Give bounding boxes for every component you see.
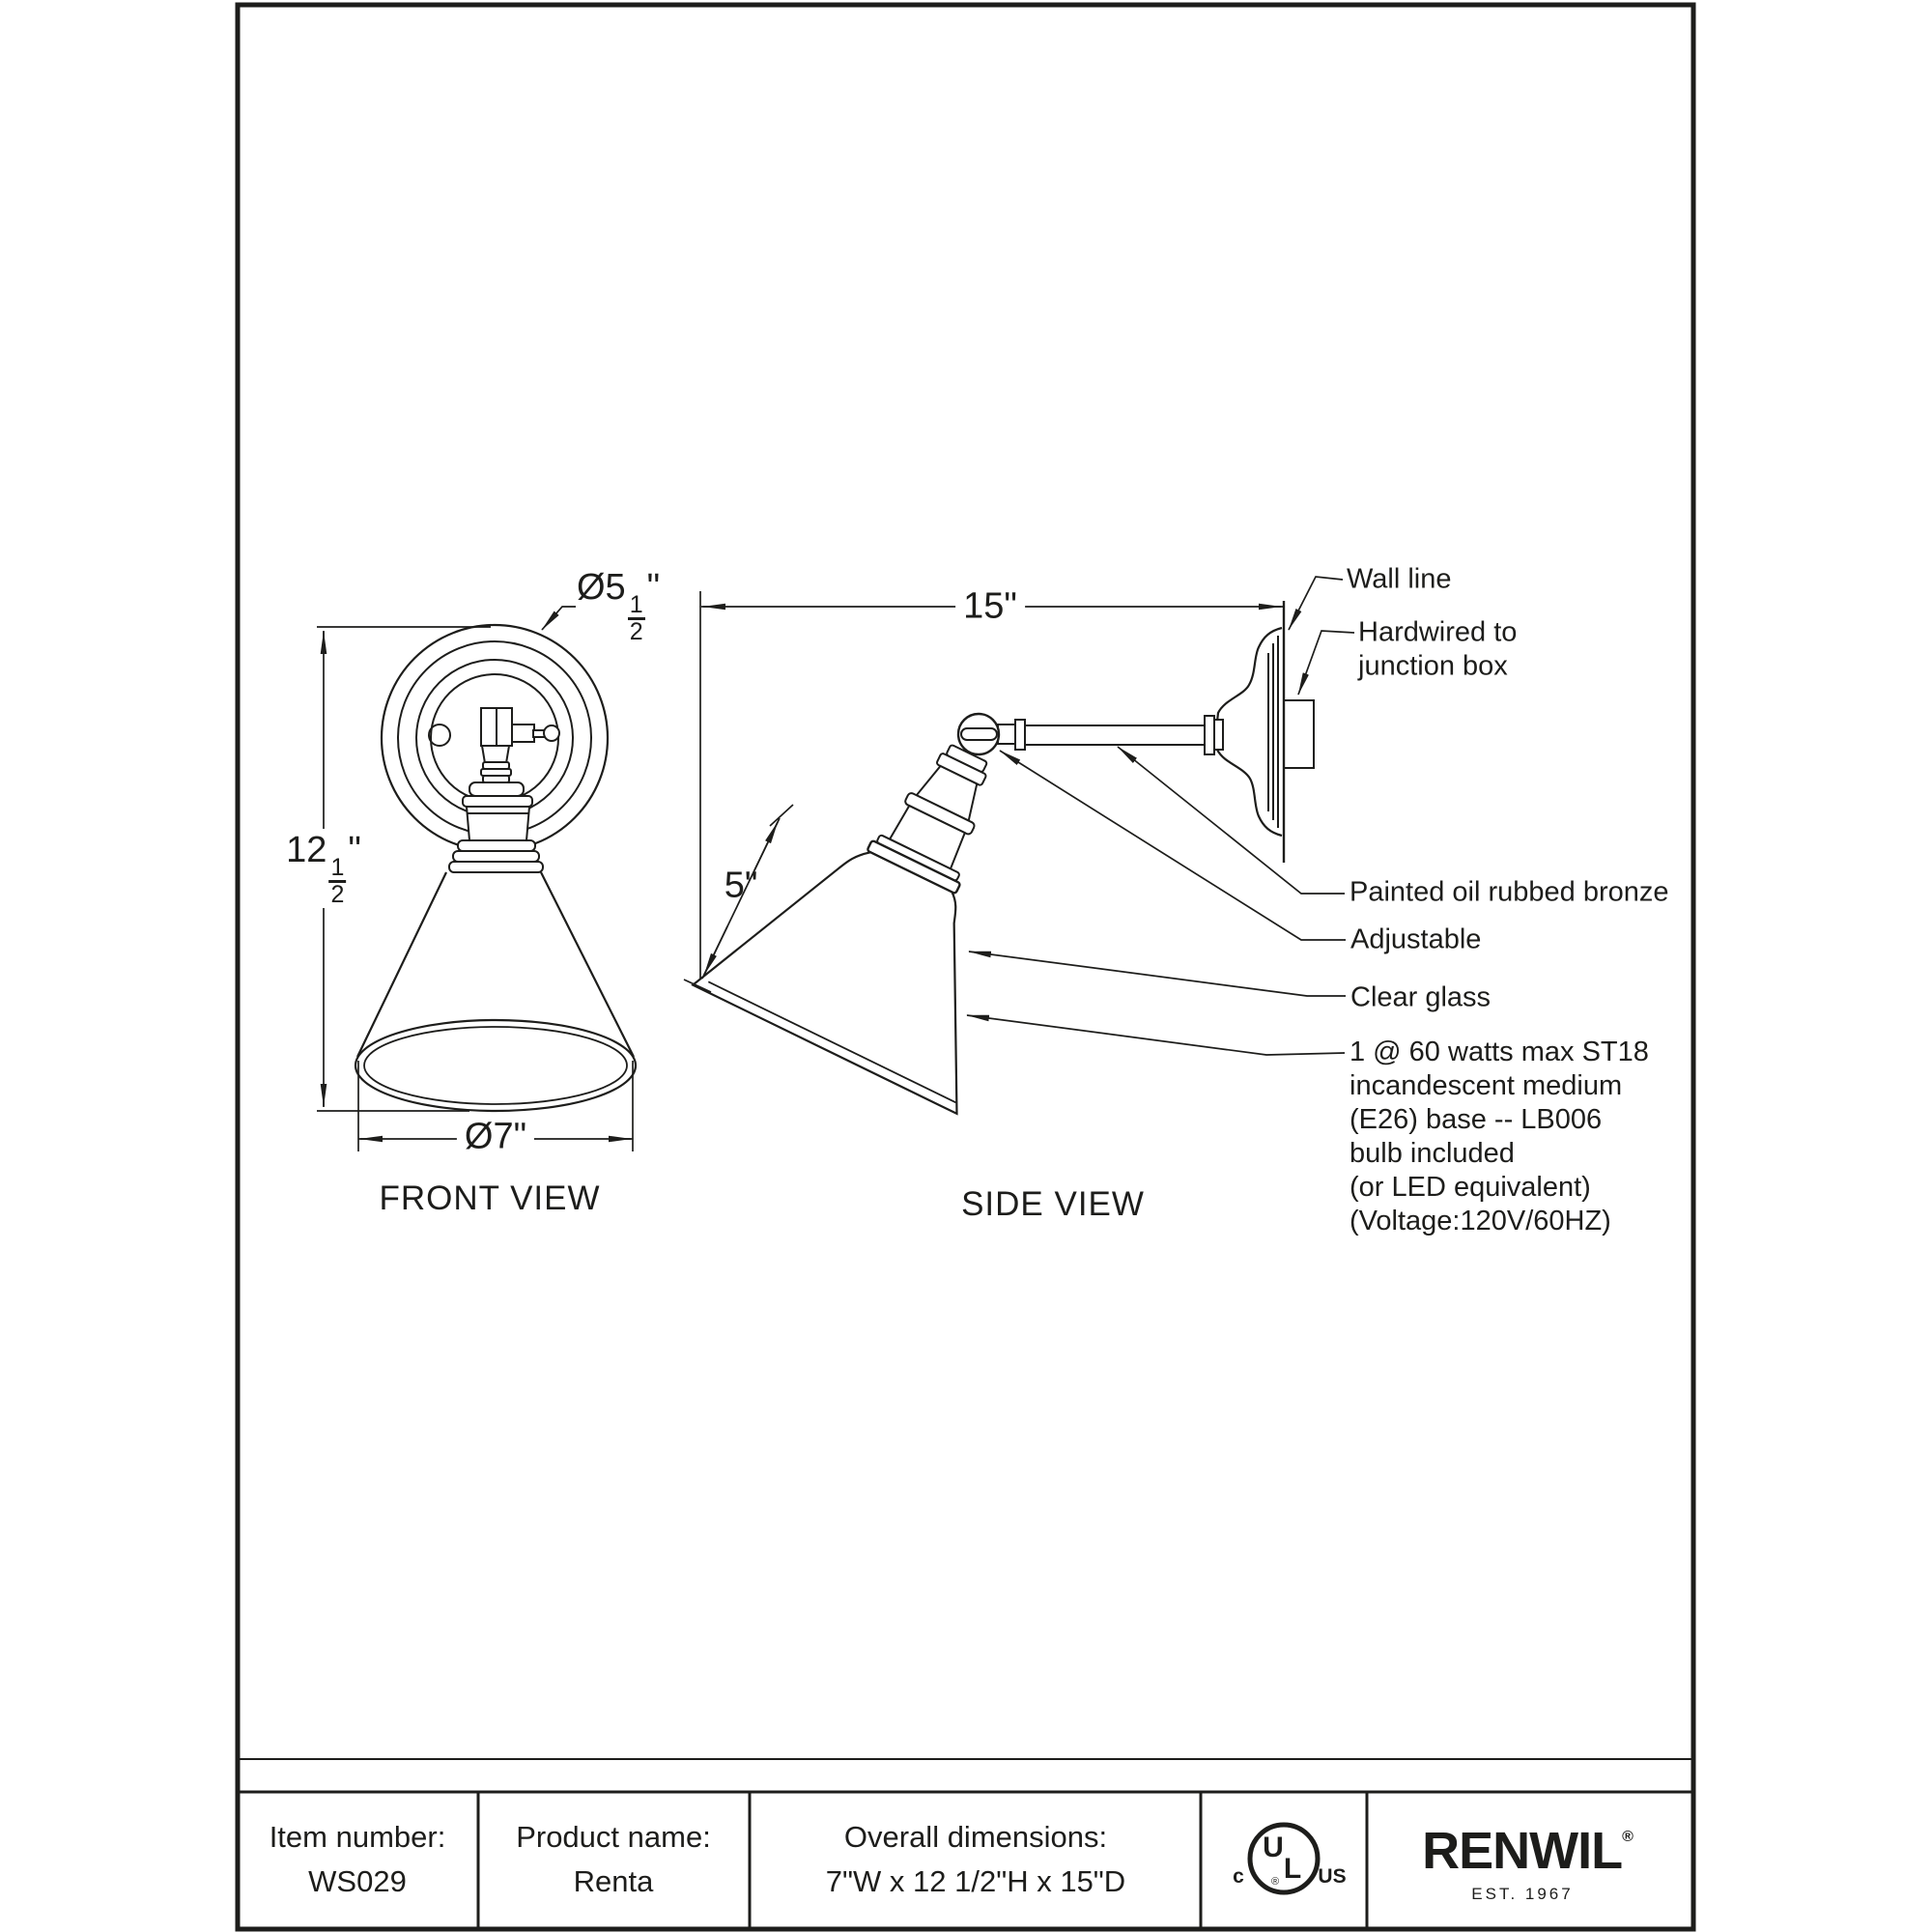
switch-knob <box>543 724 560 742</box>
leader-backplate-diameter <box>541 606 576 631</box>
product-name-label: Product name: <box>516 1820 711 1854</box>
junction-box <box>1283 699 1315 769</box>
side-view-wall <box>1282 601 1315 863</box>
front-view-caption: FRONT VIEW <box>379 1179 601 1217</box>
ul-letter-u: U <box>1263 1832 1284 1863</box>
shade-cone <box>691 851 958 1116</box>
renwil-registered: ® <box>1622 1829 1634 1845</box>
leader-bulb <box>966 1014 1346 1056</box>
dim-shade-depth-label: 5" <box>724 865 758 906</box>
ul-us: US <box>1318 1865 1346 1888</box>
side-view-backplate <box>1215 626 1283 838</box>
overall-dims-value: 7"W x 12 1/2"H x 15"D <box>825 1864 1126 1898</box>
annotation-hardwired-1: Hardwired to <box>1358 616 1518 648</box>
side-view-arm <box>997 715 1224 755</box>
dim-shade-depth <box>683 804 794 993</box>
ul-c: c <box>1233 1865 1244 1888</box>
leader-wall-line <box>1288 576 1344 631</box>
annotation-wall-line: Wall line <box>1347 563 1452 595</box>
leader-clear-glass <box>968 951 1346 997</box>
front-view-bracket <box>480 707 560 764</box>
annotation-bulb-spec: 1 @ 60 watts max ST18 incandescent mediu… <box>1350 1037 1649 1236</box>
overall-dims-label: Overall dimensions: <box>843 1820 1108 1854</box>
ul-registered: ® <box>1271 1876 1279 1888</box>
switch-arm <box>511 724 535 743</box>
arm-bar <box>1024 724 1206 746</box>
ul-mark: U L ® c US <box>1233 1822 1347 1895</box>
item-number-label: Item number: <box>269 1820 446 1854</box>
screw-hole <box>428 724 451 747</box>
shade-cone-inner-lip <box>707 980 956 1104</box>
swivel-joint <box>956 712 1001 756</box>
product-name-value: Renta <box>573 1864 654 1898</box>
item-number-value: WS029 <box>308 1864 407 1898</box>
front-view-socket <box>448 761 544 873</box>
leader-finish <box>1117 746 1345 895</box>
annotation-hardwired-2: junction box <box>1358 650 1508 682</box>
annotation-leaders <box>966 576 1355 1056</box>
side-view-shade-assembly <box>691 744 988 1116</box>
renwil-est: EST. 1967 <box>1471 1885 1574 1903</box>
sheet-border <box>235 2 1696 1932</box>
stem-nut <box>480 745 511 764</box>
annotation-adjustable: Adjustable <box>1350 923 1482 955</box>
front-view-shade <box>354 871 638 1113</box>
annotation-clear-glass: Clear glass <box>1350 981 1492 1013</box>
side-view-caption: SIDE VIEW <box>961 1185 1145 1223</box>
shade-inner-rim <box>363 1026 628 1105</box>
leader-junction-box <box>1297 630 1355 696</box>
dim-shade-diameter-label: Ø7" <box>456 1115 535 1159</box>
dim-depth-label: 15" <box>955 584 1025 629</box>
ul-letter-l: L <box>1284 1853 1301 1885</box>
leader-adjustable <box>999 750 1346 941</box>
renwil-logo: RENWIL® <box>1422 1822 1634 1880</box>
annotation-finish: Painted oil rubbed bronze <box>1350 876 1669 908</box>
